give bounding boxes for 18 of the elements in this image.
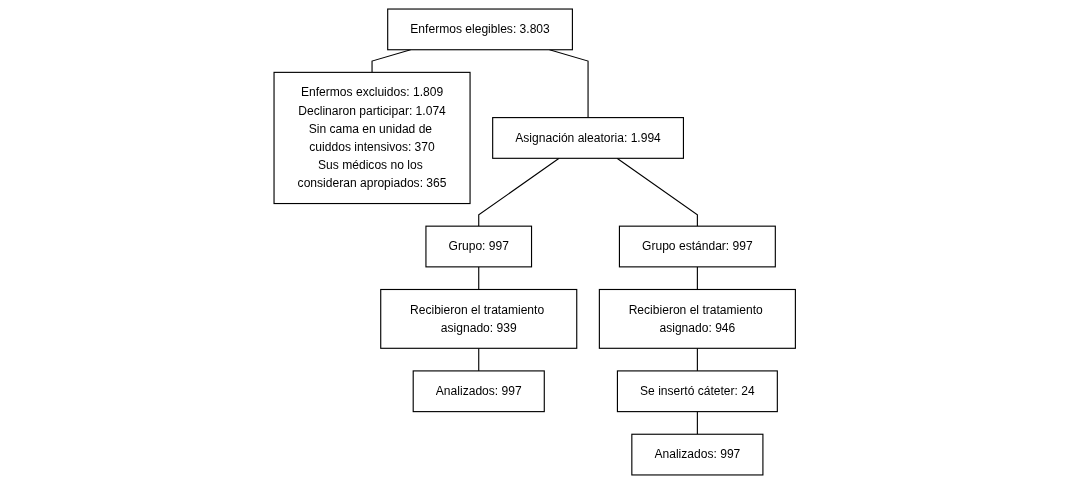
connector xyxy=(477,265,480,290)
node-box: Se insertó cáteter: 24 xyxy=(616,369,778,412)
node-box: Enfermos excluidos: 1.809 Declinaron participar: 1.074 Sin cama en unidad de cuiddos intensivos: 370 Sus médicos no los consideran apropiados: 365 xyxy=(273,71,471,204)
connector xyxy=(477,157,560,227)
connector xyxy=(696,265,698,290)
connector xyxy=(371,48,411,73)
connector xyxy=(696,347,698,371)
node-box: Asignación aleatoria: 1.994 xyxy=(491,116,684,159)
connector xyxy=(696,410,698,435)
node-box: Analizados: 997 xyxy=(631,433,764,475)
connector xyxy=(616,157,698,227)
connector xyxy=(477,347,480,371)
node-box: Recibieron el tratamiento asignado: 939 xyxy=(379,288,578,349)
node-box: Analizados: 997 xyxy=(412,369,545,412)
node-box: Grupo estándar: 997 xyxy=(618,225,776,267)
node-box: Recibieron el tratamiento asignado: 946 xyxy=(598,288,796,349)
node-box: Grupo: 997 xyxy=(425,225,532,267)
node-box: Enfermos elegibles: 3.803 xyxy=(386,7,573,50)
